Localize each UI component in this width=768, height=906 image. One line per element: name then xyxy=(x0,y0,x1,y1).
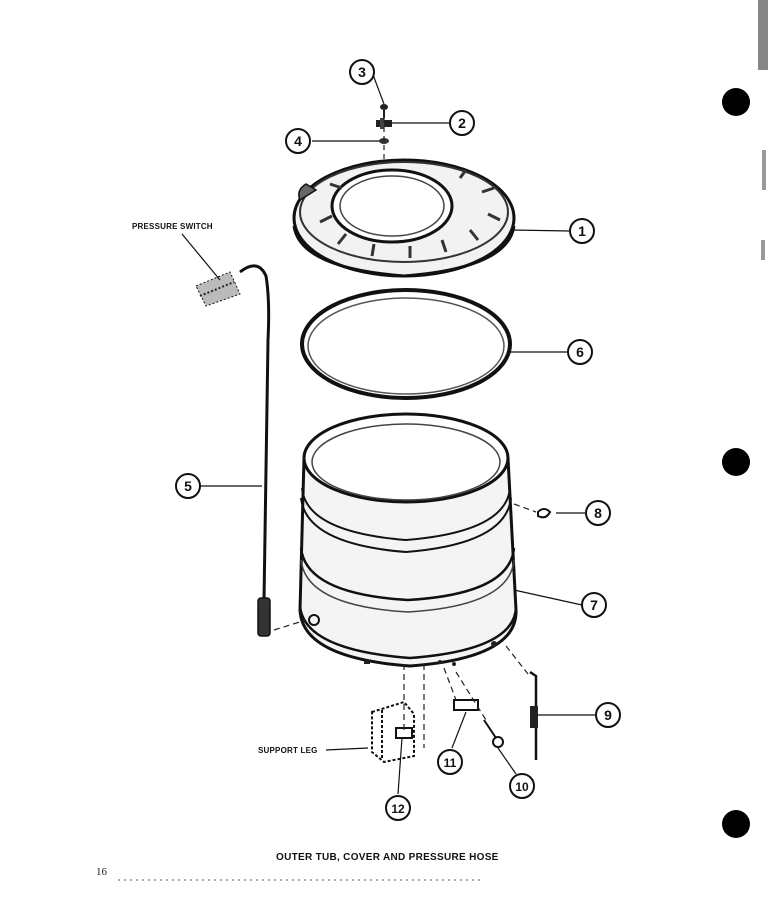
part-1-tub-cover xyxy=(292,158,516,278)
callout-10: 10 xyxy=(509,773,535,799)
callout-6: 6 xyxy=(567,339,593,365)
callout-3-label: 3 xyxy=(358,64,366,80)
page-number: 16 xyxy=(96,866,107,878)
binder-hole-middle xyxy=(722,448,750,476)
callout-12-label: 12 xyxy=(391,802,405,816)
callout-2: 2 xyxy=(449,110,475,136)
binder-hole-top xyxy=(722,88,750,116)
callout-8-label: 8 xyxy=(594,505,602,521)
callout-7: 7 xyxy=(581,592,607,618)
part-10-bolt xyxy=(483,719,504,748)
leader-lines xyxy=(181,71,596,795)
callout-4: 4 xyxy=(285,128,311,154)
callout-3: 3 xyxy=(349,59,375,85)
callout-5: 5 xyxy=(175,473,201,499)
callout-6-label: 6 xyxy=(576,344,584,360)
part-9-bracket xyxy=(529,670,538,760)
support-leg-label: SUPPORT LEG xyxy=(258,746,318,755)
callout-5-label: 5 xyxy=(184,478,192,494)
callout-9: 9 xyxy=(595,702,621,728)
callout-11: 11 xyxy=(437,749,463,775)
part-7-outer-tub xyxy=(298,412,518,668)
part-6-gasket xyxy=(300,288,512,400)
scan-edge-marks xyxy=(722,0,768,838)
part-8-plug xyxy=(537,508,552,519)
diagram-caption: OUTER TUB, COVER AND PRESSURE HOSE xyxy=(276,852,499,863)
callout-12: 12 xyxy=(385,795,411,821)
part-11-pin xyxy=(453,699,479,711)
callout-10-label: 10 xyxy=(515,780,529,794)
binder-hole-bottom xyxy=(722,810,750,838)
callout-8: 8 xyxy=(585,500,611,526)
callout-2-label: 2 xyxy=(458,115,466,131)
pressure-switch-part xyxy=(195,271,241,307)
part-5-pressure-hose xyxy=(239,264,271,637)
callout-7-label: 7 xyxy=(590,597,598,613)
assembly-lines xyxy=(273,503,537,748)
pressure-switch-label: PRESSURE SWITCH xyxy=(132,222,213,231)
callout-4-label: 4 xyxy=(294,133,302,149)
part-3-screw xyxy=(380,104,388,118)
part-2-clip xyxy=(376,118,392,129)
callout-1-label: 1 xyxy=(578,223,586,239)
callout-9-label: 9 xyxy=(604,707,612,723)
support-leg-part xyxy=(371,700,415,764)
callout-1: 1 xyxy=(569,218,595,244)
callout-11-label: 11 xyxy=(444,756,457,770)
